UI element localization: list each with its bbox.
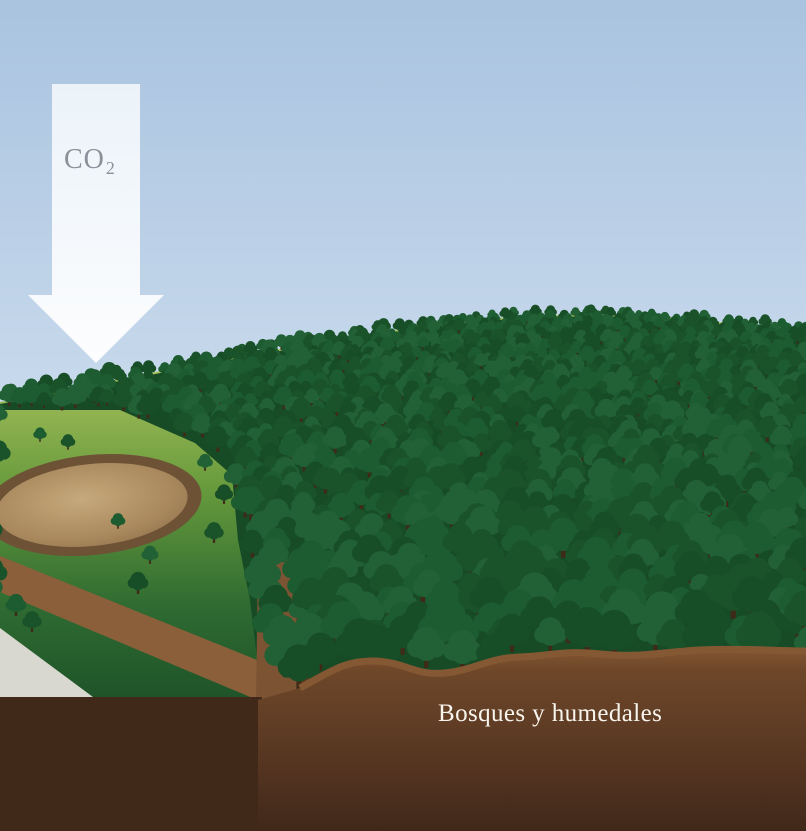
soil-left <box>0 697 262 831</box>
trail-path <box>0 628 97 700</box>
co2-subscript: 2 <box>105 158 116 178</box>
soil-lip <box>298 645 806 692</box>
caption-bosques-y-humedales: Bosques y humedales <box>438 700 663 727</box>
co2-text: CO <box>64 144 105 175</box>
co2-arrow-icon <box>28 84 164 363</box>
wetland-pond <box>0 453 202 557</box>
soil-cross-section <box>258 649 806 831</box>
co2-label: CO2 <box>64 144 116 178</box>
pond-water <box>0 463 188 547</box>
dirt-path <box>0 556 262 702</box>
